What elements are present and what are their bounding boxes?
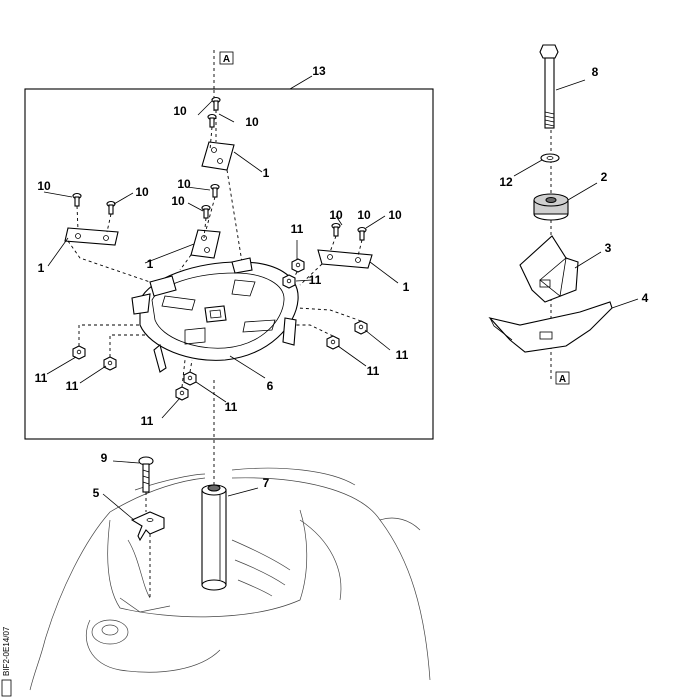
callout-12: 12 bbox=[499, 175, 513, 189]
nut-11-c bbox=[72, 345, 86, 360]
figure-code: BIF2-0E14/07 bbox=[2, 626, 11, 676]
screw-10-right-1 bbox=[331, 222, 341, 237]
svg-text:A: A bbox=[223, 54, 230, 65]
callout-4: 4 bbox=[642, 291, 649, 305]
callout-8: 8 bbox=[592, 65, 599, 79]
callout-10: 10 bbox=[37, 179, 51, 193]
reference-mark-top: A bbox=[219, 51, 234, 65]
callout-10: 10 bbox=[245, 115, 259, 129]
callout-1: 1 bbox=[263, 166, 270, 180]
callout-9: 9 bbox=[101, 451, 108, 465]
callout-labels: 13 10 10 10 10 10 10 10 10 10 1 1 1 1 11… bbox=[35, 64, 649, 500]
callout-1: 1 bbox=[38, 261, 45, 275]
reference-mark-right: A bbox=[555, 371, 570, 385]
plate-1-middle bbox=[190, 229, 221, 259]
plate-1-left bbox=[64, 227, 119, 246]
callout-11: 11 bbox=[367, 364, 380, 378]
alignment-lines-upper bbox=[67, 110, 363, 286]
leader-lines bbox=[43, 75, 639, 521]
callout-10: 10 bbox=[357, 208, 371, 222]
screw-10-left-1 bbox=[72, 192, 82, 207]
bracket-5 bbox=[130, 511, 165, 542]
nut-11-a bbox=[291, 258, 305, 273]
callout-10: 10 bbox=[177, 177, 191, 191]
callout-11: 11 bbox=[225, 400, 238, 414]
callout-11: 11 bbox=[141, 414, 154, 428]
callout-10: 10 bbox=[135, 185, 149, 199]
callout-10: 10 bbox=[388, 208, 402, 222]
bolt-8 bbox=[539, 44, 559, 129]
blade-3 bbox=[519, 235, 579, 303]
callout-11: 11 bbox=[396, 348, 409, 362]
screw-10-mid-1 bbox=[210, 183, 220, 198]
callout-10: 10 bbox=[173, 104, 187, 118]
screw-10-left-2 bbox=[106, 200, 116, 215]
callout-11: 11 bbox=[66, 379, 79, 393]
figure-code-box: BIF2-0E14/07 bbox=[1, 626, 12, 697]
washer-12 bbox=[540, 153, 560, 163]
alignment-lines-nuts bbox=[78, 307, 362, 388]
nut-11-f bbox=[326, 335, 340, 350]
callout-11: 11 bbox=[291, 222, 304, 236]
callout-6: 6 bbox=[267, 379, 274, 393]
svg-text:A: A bbox=[559, 374, 566, 385]
screw-10-right-2 bbox=[357, 226, 367, 241]
screw-10-top-1 bbox=[211, 96, 221, 111]
callout-2: 2 bbox=[601, 170, 608, 184]
nut-11-d bbox=[103, 356, 117, 371]
blade-4 bbox=[488, 301, 613, 353]
callout-11: 11 bbox=[309, 273, 322, 287]
spacer-2 bbox=[533, 193, 569, 221]
callout-1: 1 bbox=[147, 257, 154, 271]
callout-3: 3 bbox=[605, 241, 612, 255]
screw-10-top-2 bbox=[207, 113, 217, 128]
callout-7: 7 bbox=[263, 476, 270, 490]
nut-11-b bbox=[282, 274, 296, 289]
nut-11-h bbox=[175, 386, 189, 401]
callout-10: 10 bbox=[171, 194, 185, 208]
plate-1-top bbox=[201, 141, 235, 171]
shaft-7 bbox=[201, 484, 227, 591]
callout-10: 10 bbox=[329, 208, 343, 222]
callout-5: 5 bbox=[93, 486, 100, 500]
nut-11-g bbox=[183, 371, 197, 386]
callout-1: 1 bbox=[403, 280, 410, 294]
assembly-13-frame bbox=[24, 88, 434, 440]
callout-13: 13 bbox=[312, 64, 326, 78]
callout-11: 11 bbox=[35, 371, 48, 385]
blade-disc-6 bbox=[131, 257, 299, 373]
plate-1-right bbox=[317, 249, 373, 269]
mower-housing bbox=[29, 467, 431, 691]
nut-11-e bbox=[354, 320, 368, 335]
screw-10-mid-2 bbox=[201, 204, 211, 219]
bolt-9 bbox=[138, 456, 154, 493]
